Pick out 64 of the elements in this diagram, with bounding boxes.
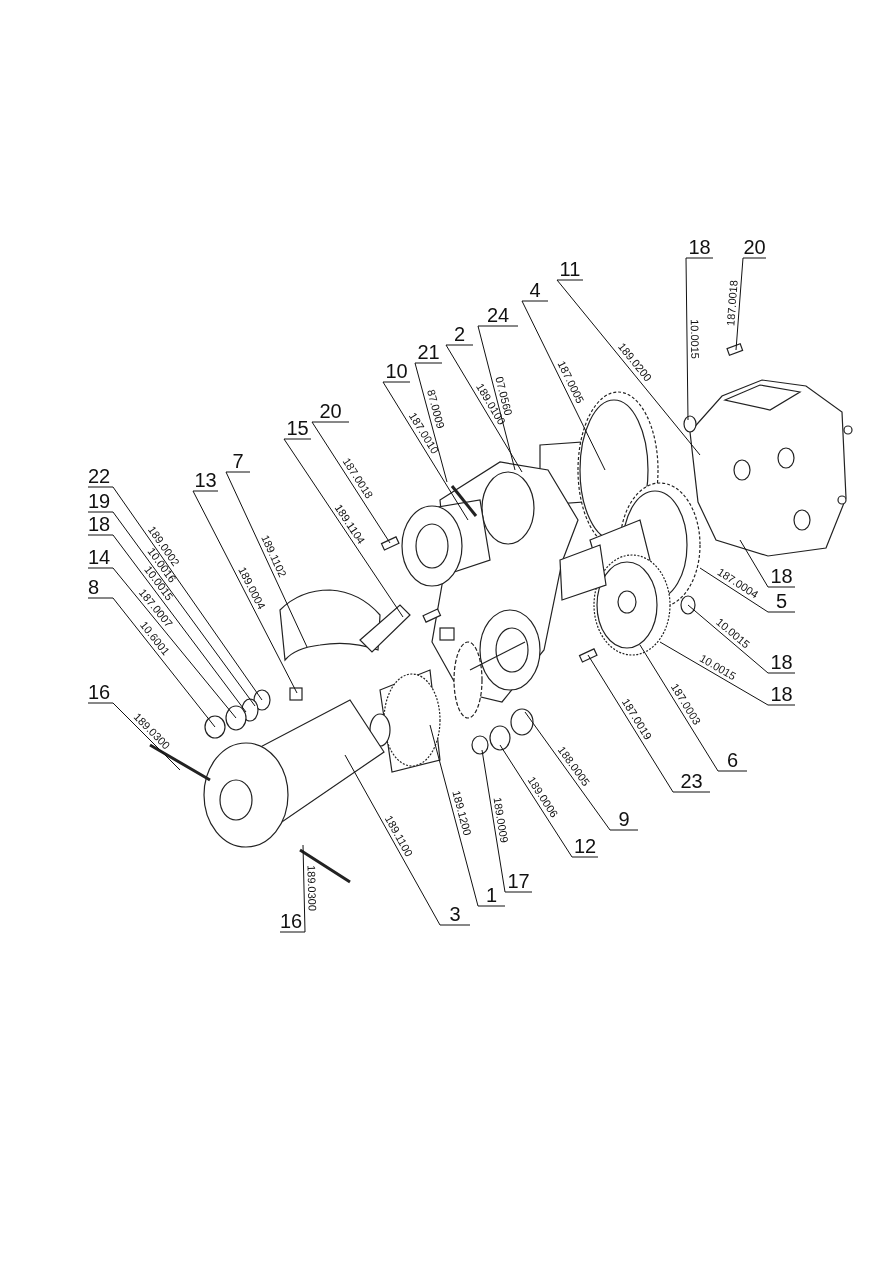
leader-line [87, 597, 216, 728]
leader-line [192, 490, 298, 694]
leader-line [225, 471, 308, 648]
part-number: 10.0015 [688, 318, 702, 359]
leader-line [735, 257, 767, 351]
part-number: 189.0009 [491, 796, 511, 844]
callout-number: 16 [88, 681, 113, 703]
callout-number: 20 [743, 236, 766, 258]
leader-line [524, 711, 639, 831]
callout-number: 8 [88, 576, 113, 598]
leader-line [445, 344, 523, 473]
callout-number: 12 [572, 835, 598, 857]
leader-line [481, 749, 533, 893]
callout-number: 18 [768, 565, 795, 587]
leader-line [687, 604, 796, 674]
callout-number: 11 [557, 258, 583, 280]
callout-number: 2 [446, 323, 473, 345]
leader-line [699, 567, 796, 613]
leader-line [739, 539, 796, 588]
callout-number: 18 [768, 683, 795, 705]
callout-number: 17 [505, 870, 532, 892]
leader-line [344, 754, 471, 926]
callout-number: 5 [768, 590, 795, 612]
leader-line [283, 438, 404, 618]
callout-number: 20 [312, 400, 349, 422]
leader-line [477, 325, 519, 471]
part-number: 187.0018 [723, 280, 740, 327]
callout-number: 18 [768, 651, 795, 673]
leader-line [311, 421, 391, 544]
callout-number: 19 [88, 490, 113, 512]
callout-number: 15 [284, 417, 311, 439]
leader-line [87, 702, 181, 771]
callout-number: 4 [522, 279, 548, 301]
callout-number: 9 [610, 808, 638, 830]
callout-number: 24 [478, 304, 518, 326]
callout-number: 18 [88, 513, 113, 535]
callout-number: 3 [440, 903, 470, 925]
leader-line [556, 279, 701, 456]
callout-number: 23 [673, 770, 710, 792]
leader-line [414, 362, 448, 483]
part-number: 189.0300 [305, 865, 319, 912]
leader-line [659, 641, 796, 706]
callout-number: 6 [718, 749, 747, 771]
leader-line [87, 567, 237, 719]
leader-line [382, 381, 469, 521]
leader-line [499, 744, 599, 858]
leader-line [87, 486, 263, 701]
callout-number: 16 [280, 910, 305, 932]
leader-line [87, 534, 247, 713]
leader-line [279, 844, 306, 933]
callout-number: 18 [686, 236, 713, 258]
callout-number: 10 [383, 360, 410, 382]
leader-line [521, 300, 606, 471]
callout-number: 22 [88, 465, 113, 487]
leader-line [429, 724, 506, 907]
leader-line [587, 654, 711, 793]
leader-line [87, 511, 256, 707]
leader-line [639, 644, 748, 772]
callout-number: 14 [88, 546, 113, 568]
callout-number: 13 [193, 469, 218, 491]
callout-number: 21 [415, 341, 442, 363]
leader-line [685, 257, 714, 421]
callout-number: 7 [226, 450, 250, 472]
callout-number: 1 [478, 884, 505, 906]
